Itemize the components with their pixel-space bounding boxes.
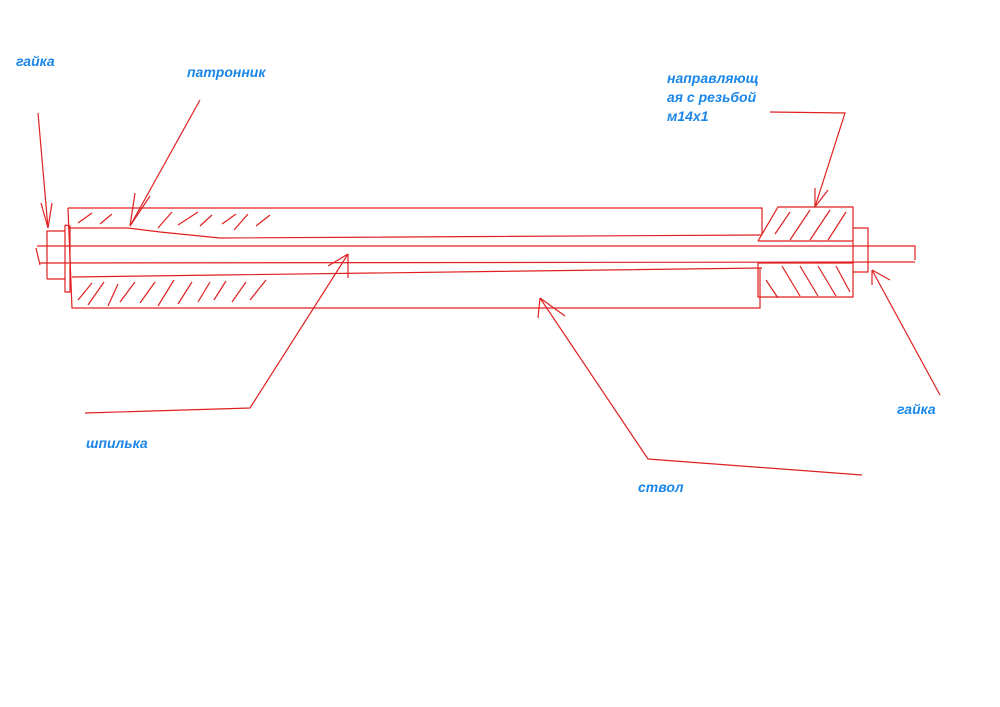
barrel <box>67 207 763 309</box>
label-stud: шпилька <box>86 435 148 451</box>
label-guide-line3: м14х1 <box>667 108 709 124</box>
threaded-guide <box>757 206 854 299</box>
leader-lines <box>37 99 941 476</box>
label-nut-right: гайка <box>897 401 936 417</box>
label-chamber: патронник <box>187 64 266 80</box>
stud-rod <box>35 245 916 266</box>
right-nut <box>853 227 869 273</box>
barrel-hatching <box>77 211 271 307</box>
label-guide-line1: направляющ <box>667 70 759 86</box>
left-nut <box>46 224 71 293</box>
label-guide: направляющ ая с резьбой м14х1 <box>667 69 759 126</box>
label-barrel: ствол <box>638 479 684 495</box>
label-guide-line2: ая с резьбой <box>667 89 757 105</box>
label-nut-left: гайка <box>16 53 55 69</box>
